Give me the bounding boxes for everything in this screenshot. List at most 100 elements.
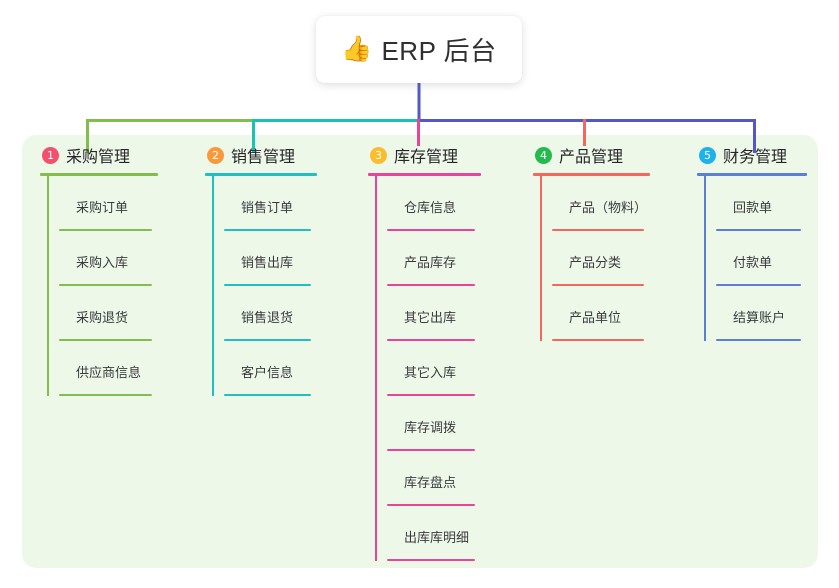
- branch-item-rule: [59, 284, 152, 286]
- branch-item[interactable]: 产品（物料）: [552, 176, 650, 231]
- branch-badge-5: 5: [699, 146, 716, 164]
- branch-item-label: 供应商信息: [76, 365, 142, 380]
- branch-column-2: 2 销售管理销售订单销售出库销售退货客户信息: [205, 144, 317, 396]
- root-node[interactable]: 👍 ERP 后台: [316, 16, 522, 83]
- branch-item[interactable]: 销售出库: [224, 231, 317, 286]
- branch-item-label: 采购退货: [76, 310, 129, 325]
- branch-item[interactable]: 其它出库: [387, 286, 481, 341]
- branch-item-rule: [224, 394, 311, 396]
- branch-item[interactable]: 采购订单: [59, 176, 158, 231]
- branch-item-rule: [59, 229, 152, 231]
- branch-item-label: 产品分类: [569, 255, 622, 270]
- branch-item-rule: [716, 229, 801, 231]
- branch-title-5: 财务管理: [723, 149, 788, 166]
- branch-item-label: 其它入库: [404, 365, 457, 380]
- branch-item-label: 产品单位: [569, 310, 622, 325]
- branch-item-label: 库存盘点: [404, 475, 457, 490]
- branch-item-rule: [224, 229, 311, 231]
- branch-item[interactable]: 出库库明细: [387, 506, 481, 561]
- branch-item[interactable]: 付款单: [716, 231, 807, 286]
- branch-item-label: 销售出库: [241, 255, 294, 270]
- branch-badge-3: 3: [370, 146, 387, 164]
- branch-item[interactable]: 采购入库: [59, 231, 158, 286]
- branch-spine-4: [540, 176, 542, 341]
- branch-item[interactable]: 供应商信息: [59, 341, 158, 396]
- branch-items-3: 仓库信息产品库存其它出库其它入库库存调拨库存盘点出库库明细: [368, 176, 481, 561]
- branch-item-rule: [59, 394, 152, 396]
- branch-column-5: 5 财务管理回款单付款单结算账户: [697, 144, 807, 341]
- branch-items-2: 销售订单销售出库销售退货客户信息: [205, 176, 317, 396]
- branch-item-label: 仓库信息: [404, 200, 457, 215]
- branch-item[interactable]: 库存调拨: [387, 396, 481, 451]
- branch-item[interactable]: 产品分类: [552, 231, 650, 286]
- branch-item-label: 产品（物料）: [569, 200, 648, 215]
- branch-item-rule: [387, 229, 475, 231]
- branch-item-rule: [387, 394, 475, 396]
- thumbs-up-icon: 👍: [341, 35, 373, 63]
- branch-title-3: 库存管理: [394, 149, 459, 166]
- branch-item[interactable]: 仓库信息: [387, 176, 481, 231]
- branch-item[interactable]: 其它入库: [387, 341, 481, 396]
- branch-item[interactable]: 回款单: [716, 176, 807, 231]
- branch-column-1: 1 采购管理采购订单采购入库采购退货供应商信息: [40, 144, 158, 396]
- branch-item[interactable]: 结算账户: [716, 286, 807, 341]
- branch-column-3: 3 库存管理仓库信息产品库存其它出库其它入库库存调拨库存盘点出库库明细: [368, 144, 481, 561]
- branch-item-rule: [59, 339, 152, 341]
- branch-item[interactable]: 客户信息: [224, 341, 317, 396]
- branch-item[interactable]: 销售订单: [224, 176, 317, 231]
- branch-item-label: 销售订单: [241, 200, 294, 215]
- branch-spine-5: [704, 176, 706, 341]
- branch-item-rule: [552, 284, 644, 286]
- branch-item-label: 采购入库: [76, 255, 129, 270]
- branch-spine-1: [47, 176, 49, 396]
- branch-item[interactable]: 产品单位: [552, 286, 650, 341]
- branch-item-rule: [387, 559, 475, 561]
- branch-badge-2: 2: [207, 146, 224, 164]
- branch-items-5: 回款单付款单结算账户: [697, 176, 807, 341]
- branch-item-rule: [224, 339, 311, 341]
- branch-item[interactable]: 采购退货: [59, 286, 158, 341]
- branch-item[interactable]: 销售退货: [224, 286, 317, 341]
- branch-item-label: 其它出库: [404, 310, 457, 325]
- branch-item[interactable]: 产品库存: [387, 231, 481, 286]
- branch-item-rule: [387, 284, 475, 286]
- branch-item-rule: [552, 339, 644, 341]
- branch-item-label: 采购订单: [76, 200, 129, 215]
- branch-badge-4: 4: [535, 146, 552, 164]
- branch-header-1[interactable]: 1 采购管理: [40, 144, 158, 166]
- root-node-content: 👍 ERP 后台: [341, 31, 496, 68]
- branch-item-rule: [224, 284, 311, 286]
- root-node-title: ERP 后台: [381, 36, 497, 66]
- branch-item-rule: [552, 229, 644, 231]
- branch-items-1: 采购订单采购入库采购退货供应商信息: [40, 176, 158, 396]
- branch-item-rule: [387, 504, 475, 506]
- branch-item-rule: [387, 449, 475, 451]
- branch-item-label: 销售退货: [241, 310, 294, 325]
- branch-item-rule: [716, 284, 801, 286]
- branch-title-2: 销售管理: [231, 149, 296, 166]
- branch-title-1: 采购管理: [66, 149, 131, 166]
- branch-header-2[interactable]: 2 销售管理: [205, 144, 317, 166]
- branch-item-label: 结算账户: [733, 310, 786, 325]
- branch-spine-2: [212, 176, 214, 396]
- branch-items-4: 产品（物料） 产品分类产品单位: [533, 176, 650, 341]
- branch-header-rule-3: [368, 173, 481, 176]
- branch-item-label: 出库库明细: [404, 530, 470, 545]
- branch-header-rule-1: [40, 173, 158, 176]
- branch-item-label: 回款单: [733, 200, 773, 215]
- branches-panel: [22, 135, 818, 568]
- branch-header-3[interactable]: 3 库存管理: [368, 144, 481, 166]
- branch-item-label: 客户信息: [241, 365, 294, 380]
- branch-item-rule: [387, 339, 475, 341]
- branch-header-5[interactable]: 5 财务管理: [697, 144, 807, 166]
- branch-spine-3: [375, 176, 377, 561]
- branch-header-rule-2: [205, 173, 317, 176]
- branch-badge-1: 1: [42, 146, 59, 164]
- branch-header-rule-5: [697, 173, 807, 176]
- branch-item-label: 库存调拨: [404, 420, 457, 435]
- branch-item[interactable]: 库存盘点: [387, 451, 481, 506]
- branch-item-rule: [716, 339, 801, 341]
